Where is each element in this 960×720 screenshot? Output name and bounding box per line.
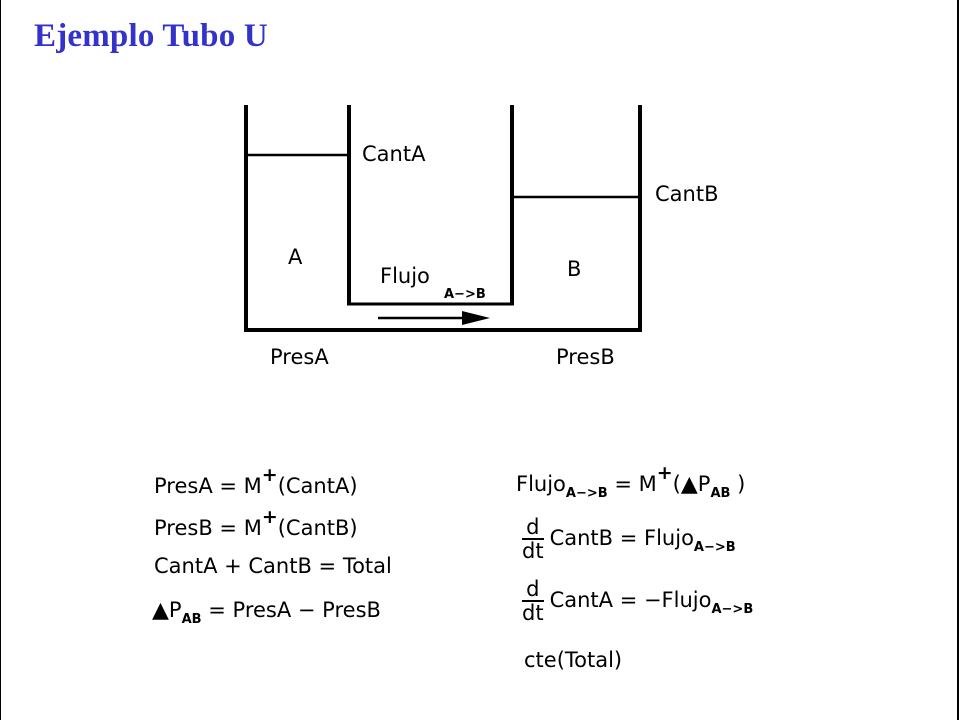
label-pres-b: PresB [556, 345, 615, 369]
flow-arrow-head [462, 311, 490, 325]
equation-total: CantA + CantB = Total [154, 554, 392, 578]
equation-pres-a: PresA = M+(CantA) [154, 464, 358, 498]
label-flujo: Flujo [380, 264, 430, 288]
label-flujo-sub: A−>B [444, 287, 486, 302]
equation-delta-p: ▲PAB = PresA − PresB [152, 598, 381, 627]
label-pres-a: PresA [270, 345, 329, 369]
equation-cte-total: cte(Total) [524, 648, 623, 672]
slide-title: Ejemplo Tubo U [34, 18, 268, 54]
label-tank-a: A [288, 245, 303, 269]
label-tank-b: B [567, 257, 581, 281]
equation-flujo: FlujoA−>B = M+(▲PAB ) [516, 462, 746, 501]
equation-pres-b: PresB = M+(CantB) [154, 506, 358, 540]
label-cant-a: CantA [362, 142, 426, 166]
label-cant-b: CantB [655, 182, 718, 206]
slide-right-border [957, 0, 959, 720]
slide-left-border [0, 0, 1, 720]
